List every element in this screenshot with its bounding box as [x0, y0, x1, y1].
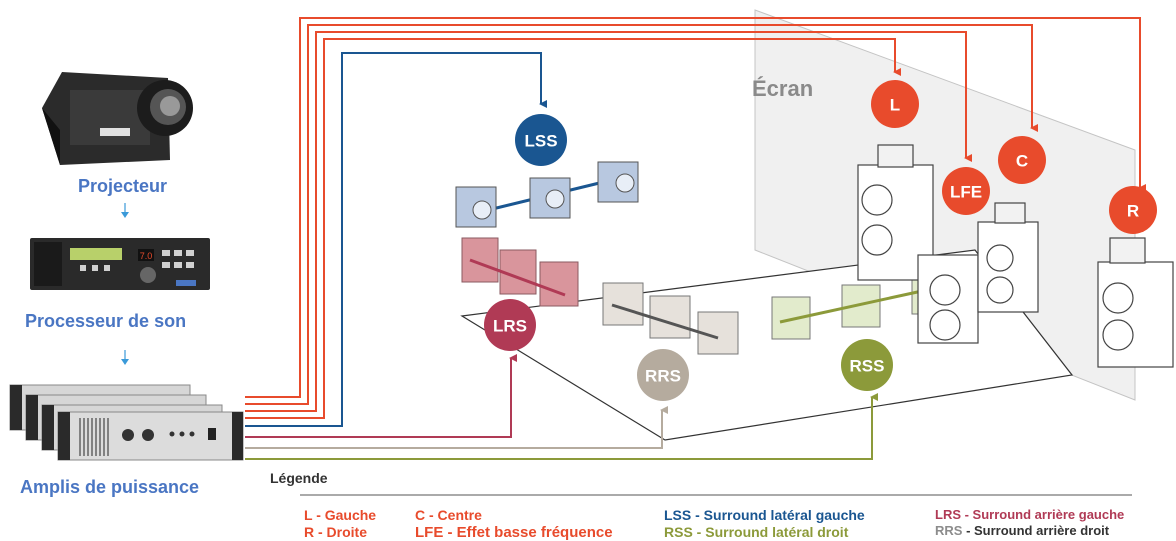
device-flow-arrows [121, 203, 129, 365]
legend-rrs-desc: - Surround arrière droit [962, 523, 1110, 538]
svg-text:L: L [890, 96, 900, 115]
legend-l: L - Gauche [304, 507, 377, 523]
legend-lrs-code: LRS [935, 507, 961, 522]
svg-text:LSS: LSS [524, 132, 557, 151]
legend-rss-code: RSS [664, 524, 693, 540]
cable-LRS [245, 354, 517, 438]
legend-title: Légende [270, 470, 328, 486]
badge-L: L [871, 80, 919, 128]
cable-LSS [245, 52, 547, 427]
svg-text:R: R [1127, 202, 1139, 221]
amps-label: Amplis de puissance [20, 477, 200, 497]
legend-lss-desc: - Surround latéral gauche [691, 507, 865, 523]
projector-label: Projecteur [78, 176, 168, 196]
amplifiers-image [9, 384, 244, 461]
legend-lss-code: LSS [664, 507, 692, 523]
legend-lrs-desc: - Surround arrière gauche [961, 507, 1125, 522]
screen-label: Écran [752, 76, 813, 101]
badge-RRS: RRS [637, 349, 689, 401]
svg-text:RRS: RRS [645, 367, 681, 386]
legend-lrs: LRS - Surround arrière gauche [935, 507, 1124, 522]
lrs-speakers [461, 237, 579, 307]
processor-label: Processeur de son [25, 311, 187, 331]
cable-R [245, 17, 1146, 398]
svg-text:LFE: LFE [950, 183, 982, 202]
projector-image [42, 72, 193, 165]
cable-RRS [245, 406, 668, 449]
svg-text:7.0: 7.0 [140, 251, 153, 261]
cable-LFE [245, 31, 972, 412]
badge-LFE: LFE [942, 167, 990, 215]
screen-speakers [857, 144, 1174, 368]
sound-processor-image: 7.0 [30, 238, 210, 290]
badge-C: C [998, 136, 1046, 184]
badge-RSS: RSS [841, 339, 893, 391]
legend-rss: RSS - Surround latéral droit [664, 524, 848, 540]
badge-LSS: LSS [515, 114, 567, 166]
cable-C [245, 24, 1038, 405]
legend-lfe: LFE - Effet basse fréquence [415, 524, 613, 541]
legend-lss: LSS - Surround latéral gauche [664, 507, 865, 523]
cable-RSS [245, 393, 878, 460]
svg-text:LRS: LRS [493, 317, 527, 336]
legend-c: C - Centre [415, 507, 482, 523]
legend-rrs: RRS - Surround arrière droit [935, 523, 1109, 538]
badge-R: R [1109, 186, 1157, 234]
svg-text:RSS: RSS [850, 357, 885, 376]
badge-LRS: LRS [484, 299, 536, 351]
cable-L [245, 38, 901, 419]
svg-text:C: C [1016, 152, 1028, 171]
lss-speakers [455, 161, 639, 228]
legend-rss-desc: - Surround latéral droit [692, 524, 849, 540]
rrs-speakers [602, 282, 739, 355]
legend-rrs-code: RRS [935, 523, 963, 538]
legend-r: R - Droite [304, 524, 367, 540]
screen-panel [754, 9, 1136, 401]
